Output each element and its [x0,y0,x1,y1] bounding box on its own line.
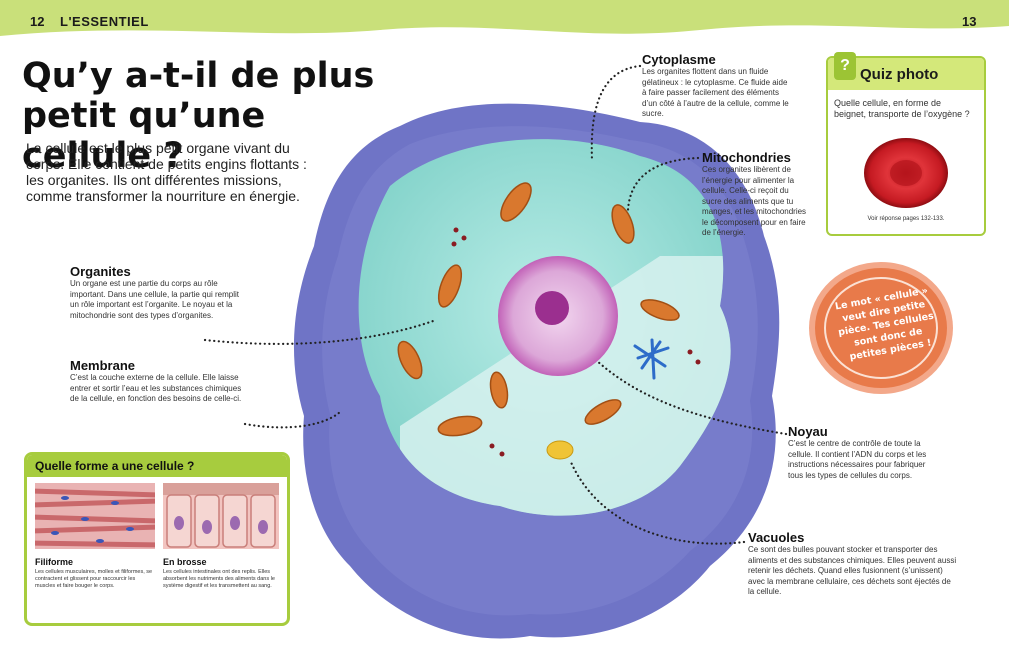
label-noyau: Noyau C’est le centre de contrôle de tou… [788,424,938,481]
page-title: Qu’y a-t-il de plus petit qu’une cellule… [22,56,375,176]
header-band [0,0,1009,36]
label-organites: Organites Un organe est une partie du co… [70,264,250,321]
quiz-answer-reference: Voir réponse pages 132-133. [867,216,945,222]
label-text: Ces organites libèrent de l’énergie pour… [702,165,807,237]
label-title: Organites [70,264,131,279]
section-title: L'ESSENTIEL [60,14,149,29]
label-title: Noyau [788,424,828,439]
label-cytoplasme: Cytoplasme Les organites flottent dans u… [642,52,792,120]
cell-illustration [293,103,780,639]
page-number-left: 12 [30,14,45,29]
intestinal-cells-image [163,483,279,549]
label-vacuoles: Vacuoles Ce sont des bulles pouvant stoc… [748,530,958,598]
cell-shapes-title: Quelle forme a une cellule ? [35,459,195,473]
cell-shapes-box: Quelle forme a une cellule ? Filiforme L… [24,452,290,626]
question-icon: ? [834,52,856,80]
stamp-badge [809,262,953,394]
label-title: Cytoplasme [642,52,716,67]
shape-text-brosse: Les cellules intestinales ont des replis… [163,569,275,589]
label-text: Un organe est une partie du corps au rôl… [70,279,239,320]
shape-text-filiforme: Les cellules musculaires, molles et fili… [35,569,153,589]
red-blood-cell-image [864,138,948,208]
granules [451,227,701,457]
label-title: Vacuoles [748,530,805,545]
vacuole [546,440,574,460]
quiz-title: Quiz photo [860,66,939,83]
label-mitochondries: Mitochondries Ces organites libèrent de … [702,150,810,239]
mitochondria [397,182,680,437]
label-title: Mitochondries [702,150,791,165]
cell-shapes-header [27,455,287,477]
quiz-question: Quelle cellule, en forme de beignet, tra… [834,98,970,119]
label-text: Les organites flottent dans un fluide gé… [642,67,789,118]
label-text: Ce sont des bulles pouvant stocker et tr… [748,545,957,596]
page-number-right: 13 [962,14,977,29]
muscle-cells-image [35,483,155,549]
label-title: Membrane [70,358,136,373]
label-membrane: Membrane C’est la couche externe de la c… [70,358,250,405]
label-text: C’est le centre de contrôle de toute la … [788,439,927,480]
label-text: C’est la couche externe de la cellule. E… [70,373,242,403]
quiz-card: ? Quiz photo Quelle cellule, en forme de… [826,52,986,236]
intro-text: La cellule est le plus petit organe viva… [26,140,307,204]
shape-title-brosse: En brosse [163,557,207,567]
nucleolus [535,291,569,325]
chromosomes [633,338,670,380]
shape-title-filiforme: Filiforme [35,557,74,567]
